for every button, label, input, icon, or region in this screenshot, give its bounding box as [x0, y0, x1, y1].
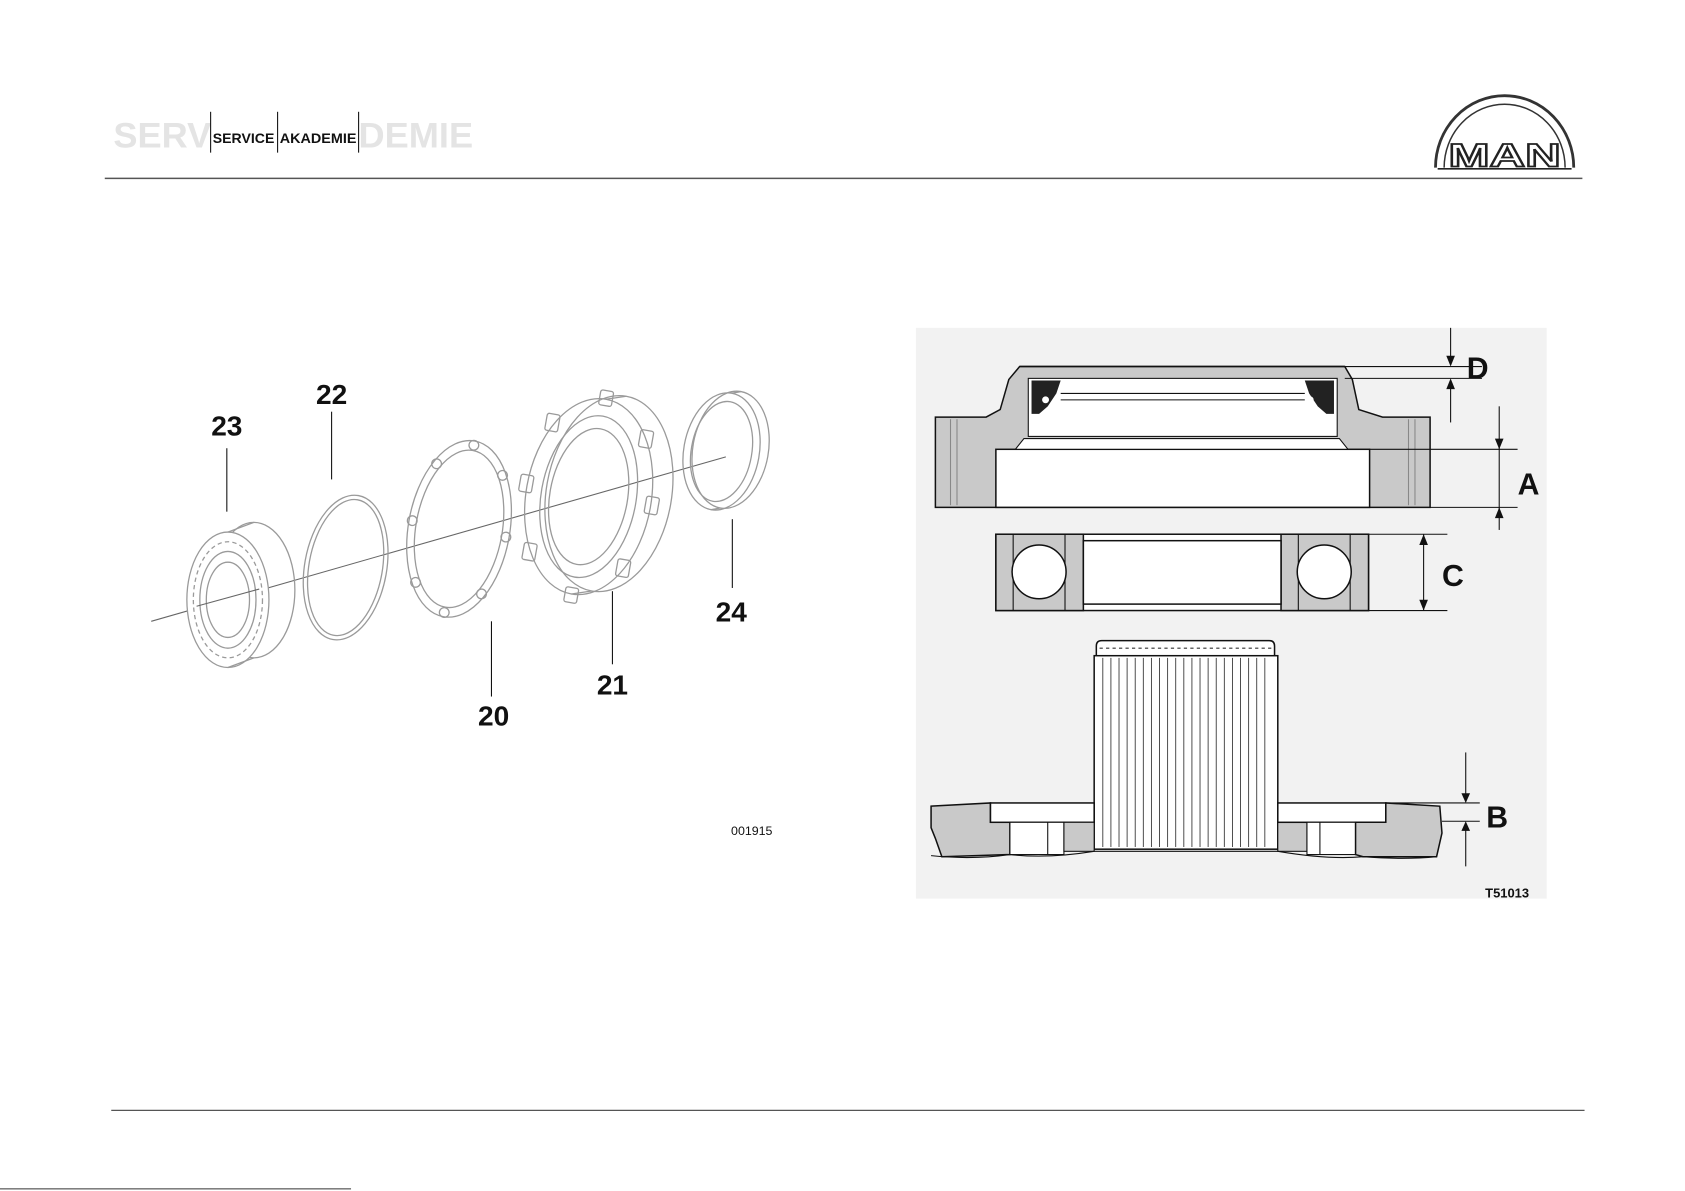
- part-24-shaft-seal: [674, 384, 778, 518]
- exploded-view: 23 22 20 21 24 001915: [151, 379, 778, 839]
- section-view: D A: [916, 328, 1547, 901]
- callout-22: 22: [316, 379, 347, 410]
- splined-shaft: [1094, 641, 1278, 850]
- header: SERVICE AKADEMIE SERVICE AKADEMIE MAN: [105, 96, 1583, 179]
- spline-teeth: [1103, 658, 1265, 847]
- figure-code-left: 001915: [731, 824, 773, 838]
- dimension-b-label: B: [1486, 802, 1508, 835]
- part-22-ring: [292, 488, 398, 646]
- callout-21: 21: [597, 669, 628, 700]
- dimension-d-label: D: [1467, 352, 1489, 385]
- part-20-gasket: [392, 431, 527, 626]
- callout-24: 24: [716, 596, 748, 627]
- dimension-c-label: C: [1442, 560, 1464, 593]
- service-label: SERVICE: [213, 131, 275, 146]
- callout-23: 23: [211, 410, 242, 441]
- dimension-a-label: A: [1518, 469, 1540, 502]
- ball-left: [1012, 545, 1066, 599]
- callout-20: 20: [478, 701, 509, 732]
- ball-right: [1297, 545, 1351, 599]
- service-akademie-badge: SERVICE AKADEMIE: [211, 112, 359, 153]
- part-21-housing: [501, 379, 688, 617]
- akademie-label: AKADEMIE: [280, 131, 357, 146]
- man-logo: MAN: [1435, 96, 1573, 174]
- figure-code-right: T51013: [1485, 886, 1529, 901]
- part-23-roller-bearing: [187, 522, 295, 667]
- bearing-section: [996, 534, 1369, 610]
